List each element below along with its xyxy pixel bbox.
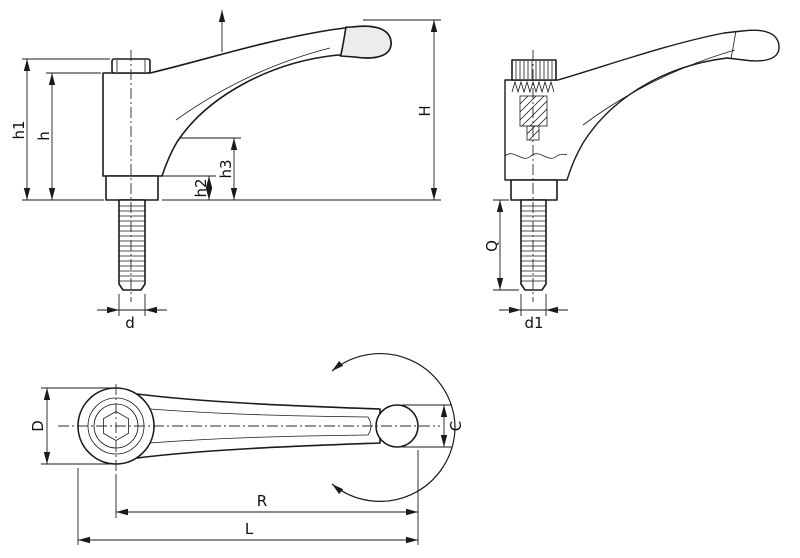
knurl-lines	[515, 61, 553, 79]
arm-contour-line	[175, 47, 331, 121]
dimension-label-d: d	[125, 314, 135, 332]
side-view: h1 h h2 h3 d H	[10, 10, 441, 332]
rotation-arc-arrow	[331, 353, 456, 502]
section-threaded-stud	[520, 199, 547, 291]
plan-view: D C R L	[29, 353, 465, 545]
threaded-stud	[118, 199, 146, 291]
section-stud-thread-lines	[521, 205, 546, 282]
dimension-label-h2: h2	[192, 178, 210, 197]
hex-socket	[103, 411, 130, 441]
dimension-label-D: D	[29, 420, 47, 432]
stud-thread-lines	[119, 205, 145, 282]
dimension-label-h1: h1	[10, 120, 28, 139]
cap-edge-lines	[116, 60, 146, 72]
screw-hatching	[519, 95, 548, 127]
section-view-dimensions: Q d1	[483, 199, 568, 332]
dimension-label-L: L	[245, 520, 254, 538]
section-view: Q d1	[483, 29, 780, 332]
dimension-label-Q: Q	[483, 240, 501, 252]
grip-tip-separation-line	[730, 30, 737, 60]
section-lever-body	[504, 29, 780, 181]
section-arm-contour-line	[582, 49, 736, 126]
dimension-label-R: R	[257, 492, 267, 510]
dimension-label-h3: h3	[217, 159, 235, 178]
extension-lines	[22, 19, 441, 316]
section-base-boss	[510, 179, 558, 201]
dimension-label-h: h	[35, 131, 53, 141]
dimension-label-C: C	[447, 421, 465, 431]
lever-grip-tip	[339, 25, 392, 59]
plan-extension-lines	[41, 387, 452, 545]
knurled-cap	[511, 59, 557, 81]
break-line	[504, 153, 568, 159]
screw-stem-hatching	[526, 125, 540, 141]
base-boss	[105, 175, 159, 201]
plan-view-dimensions: D C R L	[29, 387, 465, 545]
dimension-label-d1: d1	[524, 314, 543, 332]
side-view-dimensions: h1 h h2 h3 d H	[10, 19, 441, 332]
ratchet-teeth	[511, 80, 555, 94]
dimension-label-H: H	[416, 105, 434, 116]
